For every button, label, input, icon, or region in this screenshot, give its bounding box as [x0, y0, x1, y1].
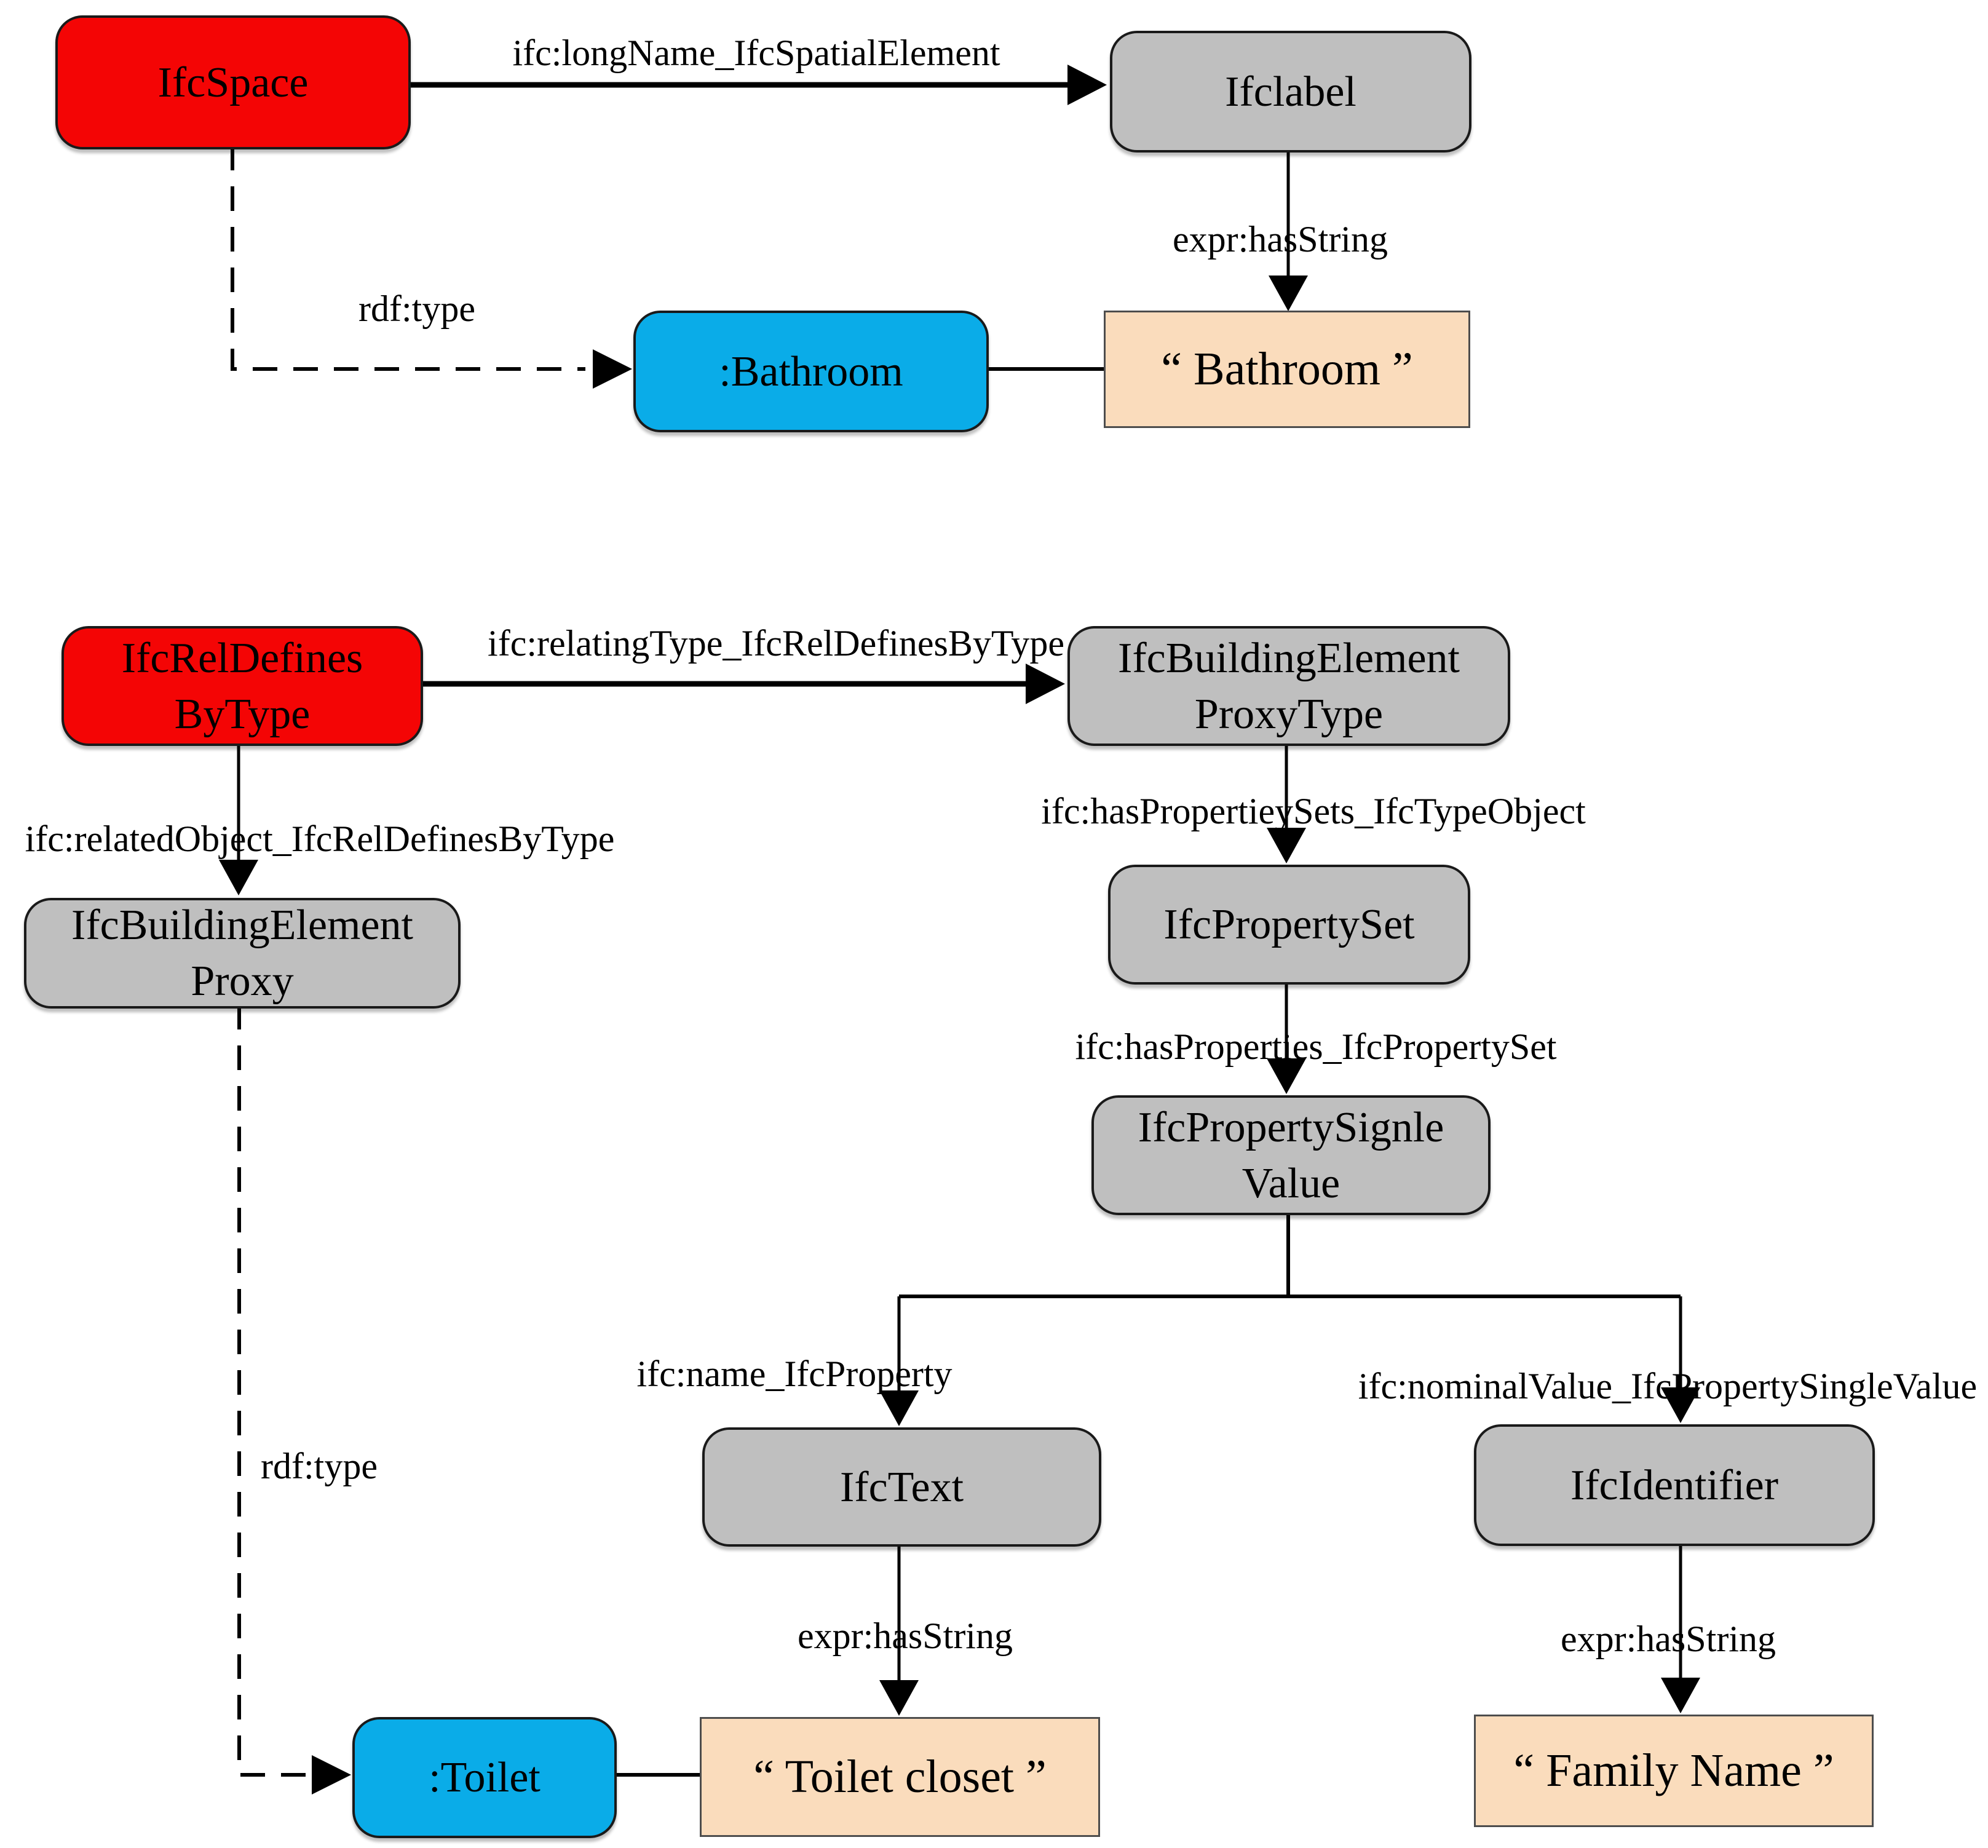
node-ifcbuildingelementproxytype-line2: ProxyType	[1194, 690, 1384, 738]
edge-label-hasstring-right: expr:hasString	[1561, 1619, 1776, 1659]
edge-label-relatedobject: ifc:relatedObject_IfcRelDefinesByType	[25, 819, 615, 859]
edge-label-rdftype-bottom: rdf:type	[261, 1446, 378, 1486]
node-ifcidentifier-label: IfcIdentifier	[1570, 1461, 1779, 1509]
node-ifclabel: Ifclabel	[1110, 31, 1471, 153]
node-ifcpropertysinglevalue: IfcPropertySignle Value	[1091, 1095, 1491, 1215]
node-ifcpropertysinglevalue-line1: IfcPropertySignle	[1138, 1103, 1444, 1151]
node-ifcidentifier: IfcIdentifier	[1474, 1424, 1875, 1546]
node-toilet-instance-label: :Toilet	[429, 1754, 541, 1801]
edge-label-name-ifcproperty: ifc:name_IfcProperty	[636, 1354, 952, 1394]
edge-label-hasproperties: ifc:hasProperties_IfcPropertySet	[1075, 1026, 1557, 1067]
node-ifcbuildingelementproxytype: IfcBuildingElement ProxyType	[1067, 626, 1510, 746]
node-ifctext-label: IfcText	[839, 1463, 964, 1511]
node-familyname-literal: “ Family Name ”	[1474, 1715, 1874, 1827]
node-toilet-instance: :Toilet	[352, 1717, 617, 1838]
node-ifcreldefinesbytype: IfcRelDefines ByType	[61, 626, 423, 746]
node-bathroom-literal-label: “ Bathroom ”	[1161, 343, 1413, 395]
node-ifctext: IfcText	[702, 1427, 1101, 1547]
node-familyname-literal-label: “ Family Name ”	[1513, 1745, 1834, 1797]
edge-label-longname: ifc:longName_IfcSpatialElement	[512, 33, 1000, 73]
node-bathroom-instance: :Bathroom	[633, 311, 989, 432]
node-ifcreldefinesbytype-line1: IfcRelDefines	[121, 634, 363, 682]
node-bathroom-literal: “ Bathroom ”	[1104, 311, 1470, 428]
node-ifcspace-label: IfcSpace	[157, 58, 309, 106]
node-ifcbuildingelementproxy-line1: IfcBuildingElement	[71, 902, 413, 949]
edge-label-rdftype-top: rdf:type	[358, 288, 475, 329]
edge-label-relatingtype: ifc:relatingType_IfcRelDefinesByType	[488, 623, 1064, 664]
node-ifcpropertyset: IfcPropertySet	[1108, 865, 1470, 985]
node-ifcspace: IfcSpace	[55, 15, 411, 149]
node-ifcreldefinesbytype-line2: ByType	[174, 690, 311, 738]
node-ifcbuildingelementproxytype-line1: IfcBuildingElement	[1118, 634, 1460, 682]
node-ifclabel-label: Ifclabel	[1225, 68, 1356, 116]
node-toilet-literal: “ Toilet closet ”	[700, 1717, 1100, 1837]
node-bathroom-instance-label: :Bathroom	[719, 347, 903, 395]
edge-label-hasstring-left: expr:hasString	[798, 1616, 1013, 1656]
node-ifcpropertyset-label: IfcPropertySet	[1163, 901, 1415, 948]
node-toilet-literal-label: “ Toilet closet ”	[753, 1751, 1047, 1803]
edge-label-nominalvalue: ifc:nominalValue_IfcPropertySingleValue	[1358, 1366, 1978, 1406]
node-ifcbuildingelementproxy: IfcBuildingElement Proxy	[24, 898, 461, 1009]
node-ifcpropertysinglevalue-line2: Value	[1242, 1159, 1341, 1207]
edge-label-haspropertysets: ifc:hasPropertieySets_IfcTypeObject	[1041, 791, 1586, 831]
node-ifcbuildingelementproxy-line2: Proxy	[191, 958, 294, 1005]
edge-label-hasstring-top: expr:hasString	[1173, 219, 1388, 260]
